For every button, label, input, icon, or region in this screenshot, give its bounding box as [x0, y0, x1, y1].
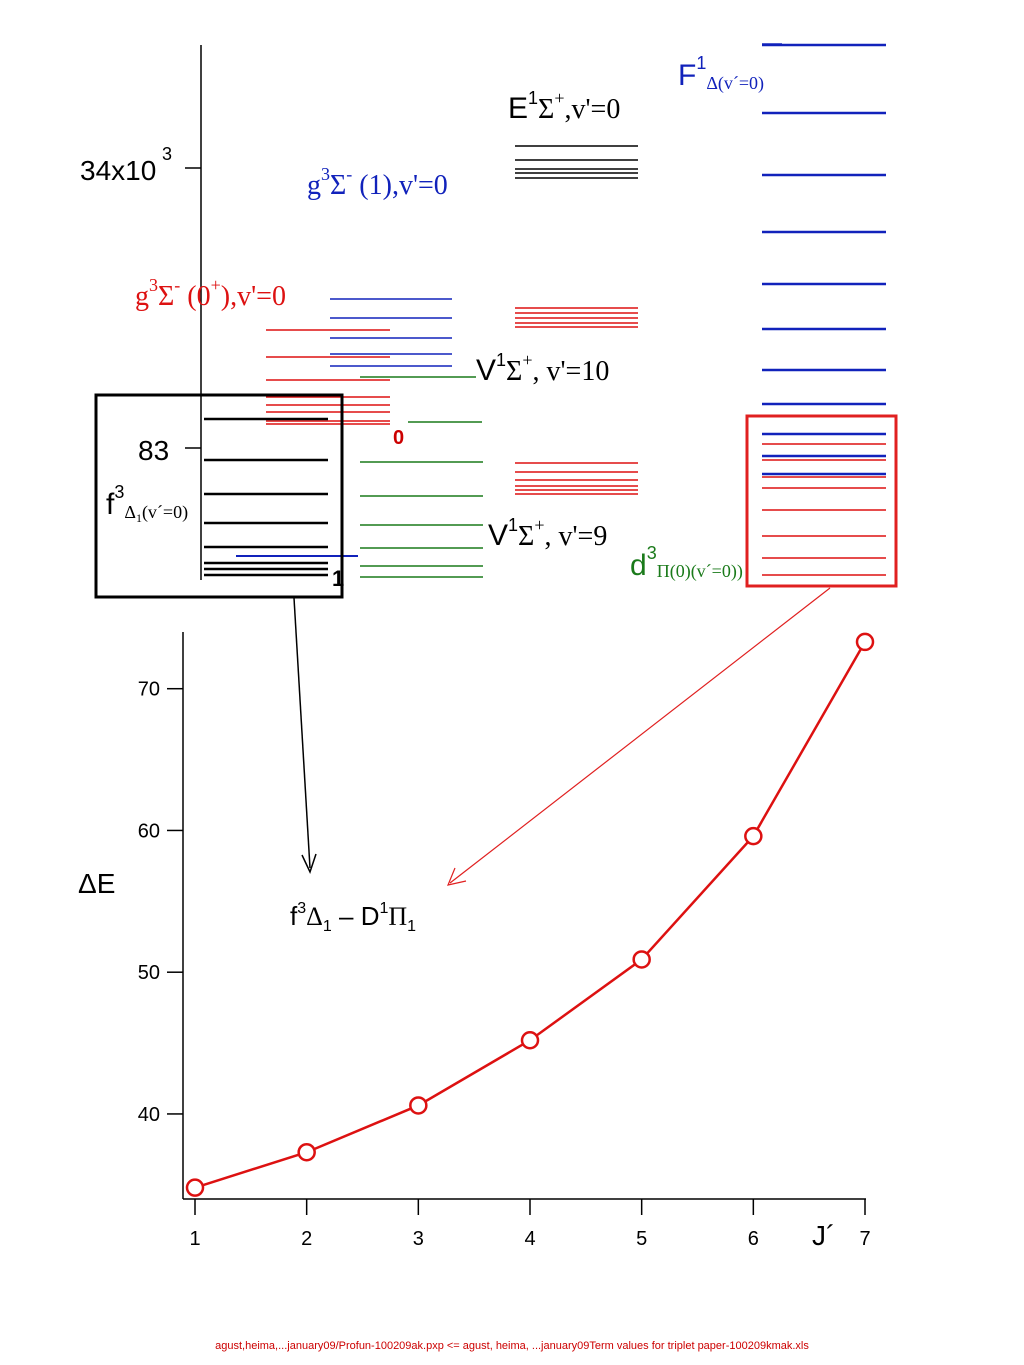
label-v-state-9: V1Σ+, v'=9	[488, 515, 607, 552]
y-tick-label-50: 50	[138, 962, 160, 984]
x-tick-label-5: 5	[636, 1228, 647, 1250]
zoom-box-d-state	[745, 414, 898, 588]
upper-tick-exp: 3	[162, 144, 172, 164]
x-tick-label-4: 4	[524, 1228, 535, 1250]
upper-axis: 34x10 3 83	[80, 45, 202, 580]
footer-source: agust,heima,...january09/Profun-100209ak…	[215, 1340, 809, 1352]
x-tick-label-7: 7	[859, 1228, 870, 1250]
label-v-state-10: V1Σ+, v'=10	[476, 350, 609, 387]
upper-tick-34x10: 34x10	[80, 155, 156, 186]
series-markers	[185, 632, 875, 1197]
y-tick-label-60: 60	[138, 820, 160, 842]
x-tick-label-3: 3	[413, 1228, 424, 1250]
y-tick-label-40: 40	[138, 1104, 160, 1126]
y-axis-label: ΔE	[78, 868, 115, 899]
label-g-state-0: g3Σ- (0+),v'=0	[135, 275, 286, 312]
x-tick-label-6: 6	[748, 1228, 759, 1250]
label-e-state: E1Σ+,v'=0	[508, 88, 620, 125]
data-point-7	[855, 632, 875, 652]
upper-tick-83: 83	[138, 435, 169, 466]
data-point-1	[185, 1178, 205, 1197]
label-f-state-left: f3Δ1(v´=0)	[106, 482, 188, 525]
mark-1: 1	[332, 566, 344, 591]
energy-levels	[204, 43, 886, 578]
zoom-box-f-state	[94, 393, 344, 599]
y-ticks: 40 50 60 70	[138, 679, 183, 1126]
data-point-4	[520, 1030, 540, 1050]
data-point-2	[297, 1142, 316, 1162]
data-point-6	[744, 826, 763, 846]
label-d-state: d3Π(0)(v´=0))	[630, 543, 743, 582]
x-ticks: 1 2 3 4 5 6 7	[189, 1199, 871, 1250]
x-tick-label-1: 1	[189, 1228, 200, 1250]
arrow-black	[293, 597, 317, 875]
mark-0: 0	[393, 427, 404, 449]
arrow-red	[447, 587, 831, 886]
label-f-state-right: F1Δ(v´=0)	[678, 53, 764, 94]
y-tick-label-70: 70	[138, 679, 160, 701]
delta-e-chart: 1 2 3 4 5 6 7 40 50 60 70 ΔE J´	[78, 632, 875, 1251]
data-point-5	[632, 950, 651, 969]
x-tick-label-2: 2	[301, 1228, 312, 1250]
data-point-3	[409, 1096, 428, 1115]
annotation-transition: f3Δ1 – D1Π1	[290, 900, 416, 935]
label-g-state-1: g3Σ- (1),v'=0	[307, 164, 448, 201]
x-axis-label: J´	[812, 1220, 835, 1251]
